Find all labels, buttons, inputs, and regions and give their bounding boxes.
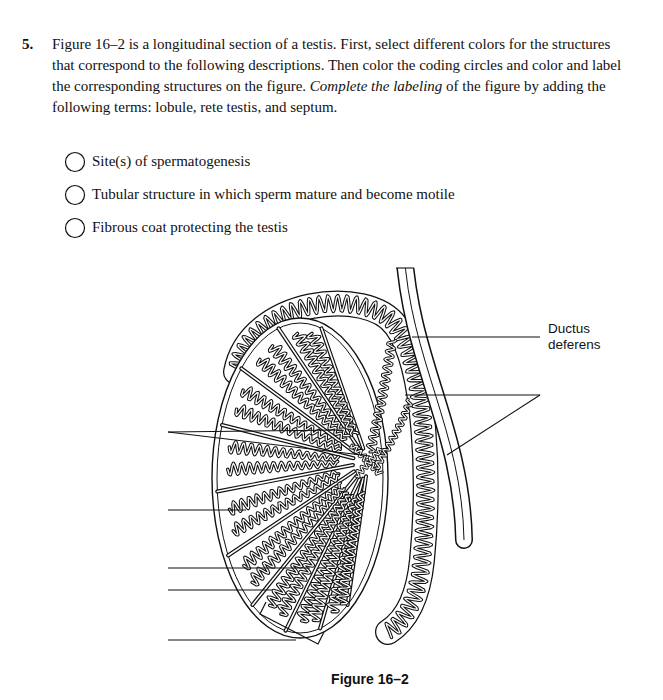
efferent-ductule xyxy=(368,341,396,452)
ductus-cut-mask xyxy=(385,236,435,268)
coding-description: Tubular structure in which sperm mature … xyxy=(92,184,455,205)
leader-line xyxy=(168,509,246,510)
ductus-cut-edge xyxy=(396,267,414,268)
instruction-emphasis: Complete the labeling xyxy=(310,78,442,94)
leader-line xyxy=(168,430,342,432)
coding-circle xyxy=(66,186,85,205)
seminiferous-tubule xyxy=(229,442,338,461)
efferent-ductule xyxy=(376,399,411,468)
coding-description: Fibrous coat protecting the testis xyxy=(92,217,288,238)
seminiferous-tubule xyxy=(310,496,358,620)
leader-line xyxy=(447,395,540,455)
coding-description: Site(s) of spermatogenesis xyxy=(92,151,250,172)
leader-line xyxy=(168,639,296,640)
seminiferous-tubule xyxy=(337,493,364,604)
efferent-ductule xyxy=(376,399,411,468)
leader-line xyxy=(405,394,540,395)
seminiferous-tubule xyxy=(228,462,338,475)
seminiferous-tubule xyxy=(337,493,364,604)
efferent-ductule xyxy=(368,341,396,452)
leader-line xyxy=(168,567,310,568)
leader-line xyxy=(168,589,272,590)
seminiferous-tubule xyxy=(310,496,358,620)
seminiferous-tubule xyxy=(242,388,341,448)
coding-circle xyxy=(66,219,85,238)
coding-circle xyxy=(66,153,85,172)
leader-line xyxy=(168,432,370,456)
leader-line xyxy=(412,336,540,337)
instructions-paragraph: Figure 16–2 is a longitudinal section of… xyxy=(52,34,627,118)
bracket xyxy=(260,602,324,644)
seminiferous-tubule xyxy=(229,442,338,461)
tunica-albuginea-inner xyxy=(217,323,383,633)
seminiferous-tubule xyxy=(242,388,341,448)
question-number: 5. xyxy=(22,34,33,55)
figure-caption: Figure 16–2 xyxy=(290,671,450,687)
structure-label: Ductus deferens xyxy=(548,321,628,353)
seminiferous-tubule xyxy=(228,462,338,475)
